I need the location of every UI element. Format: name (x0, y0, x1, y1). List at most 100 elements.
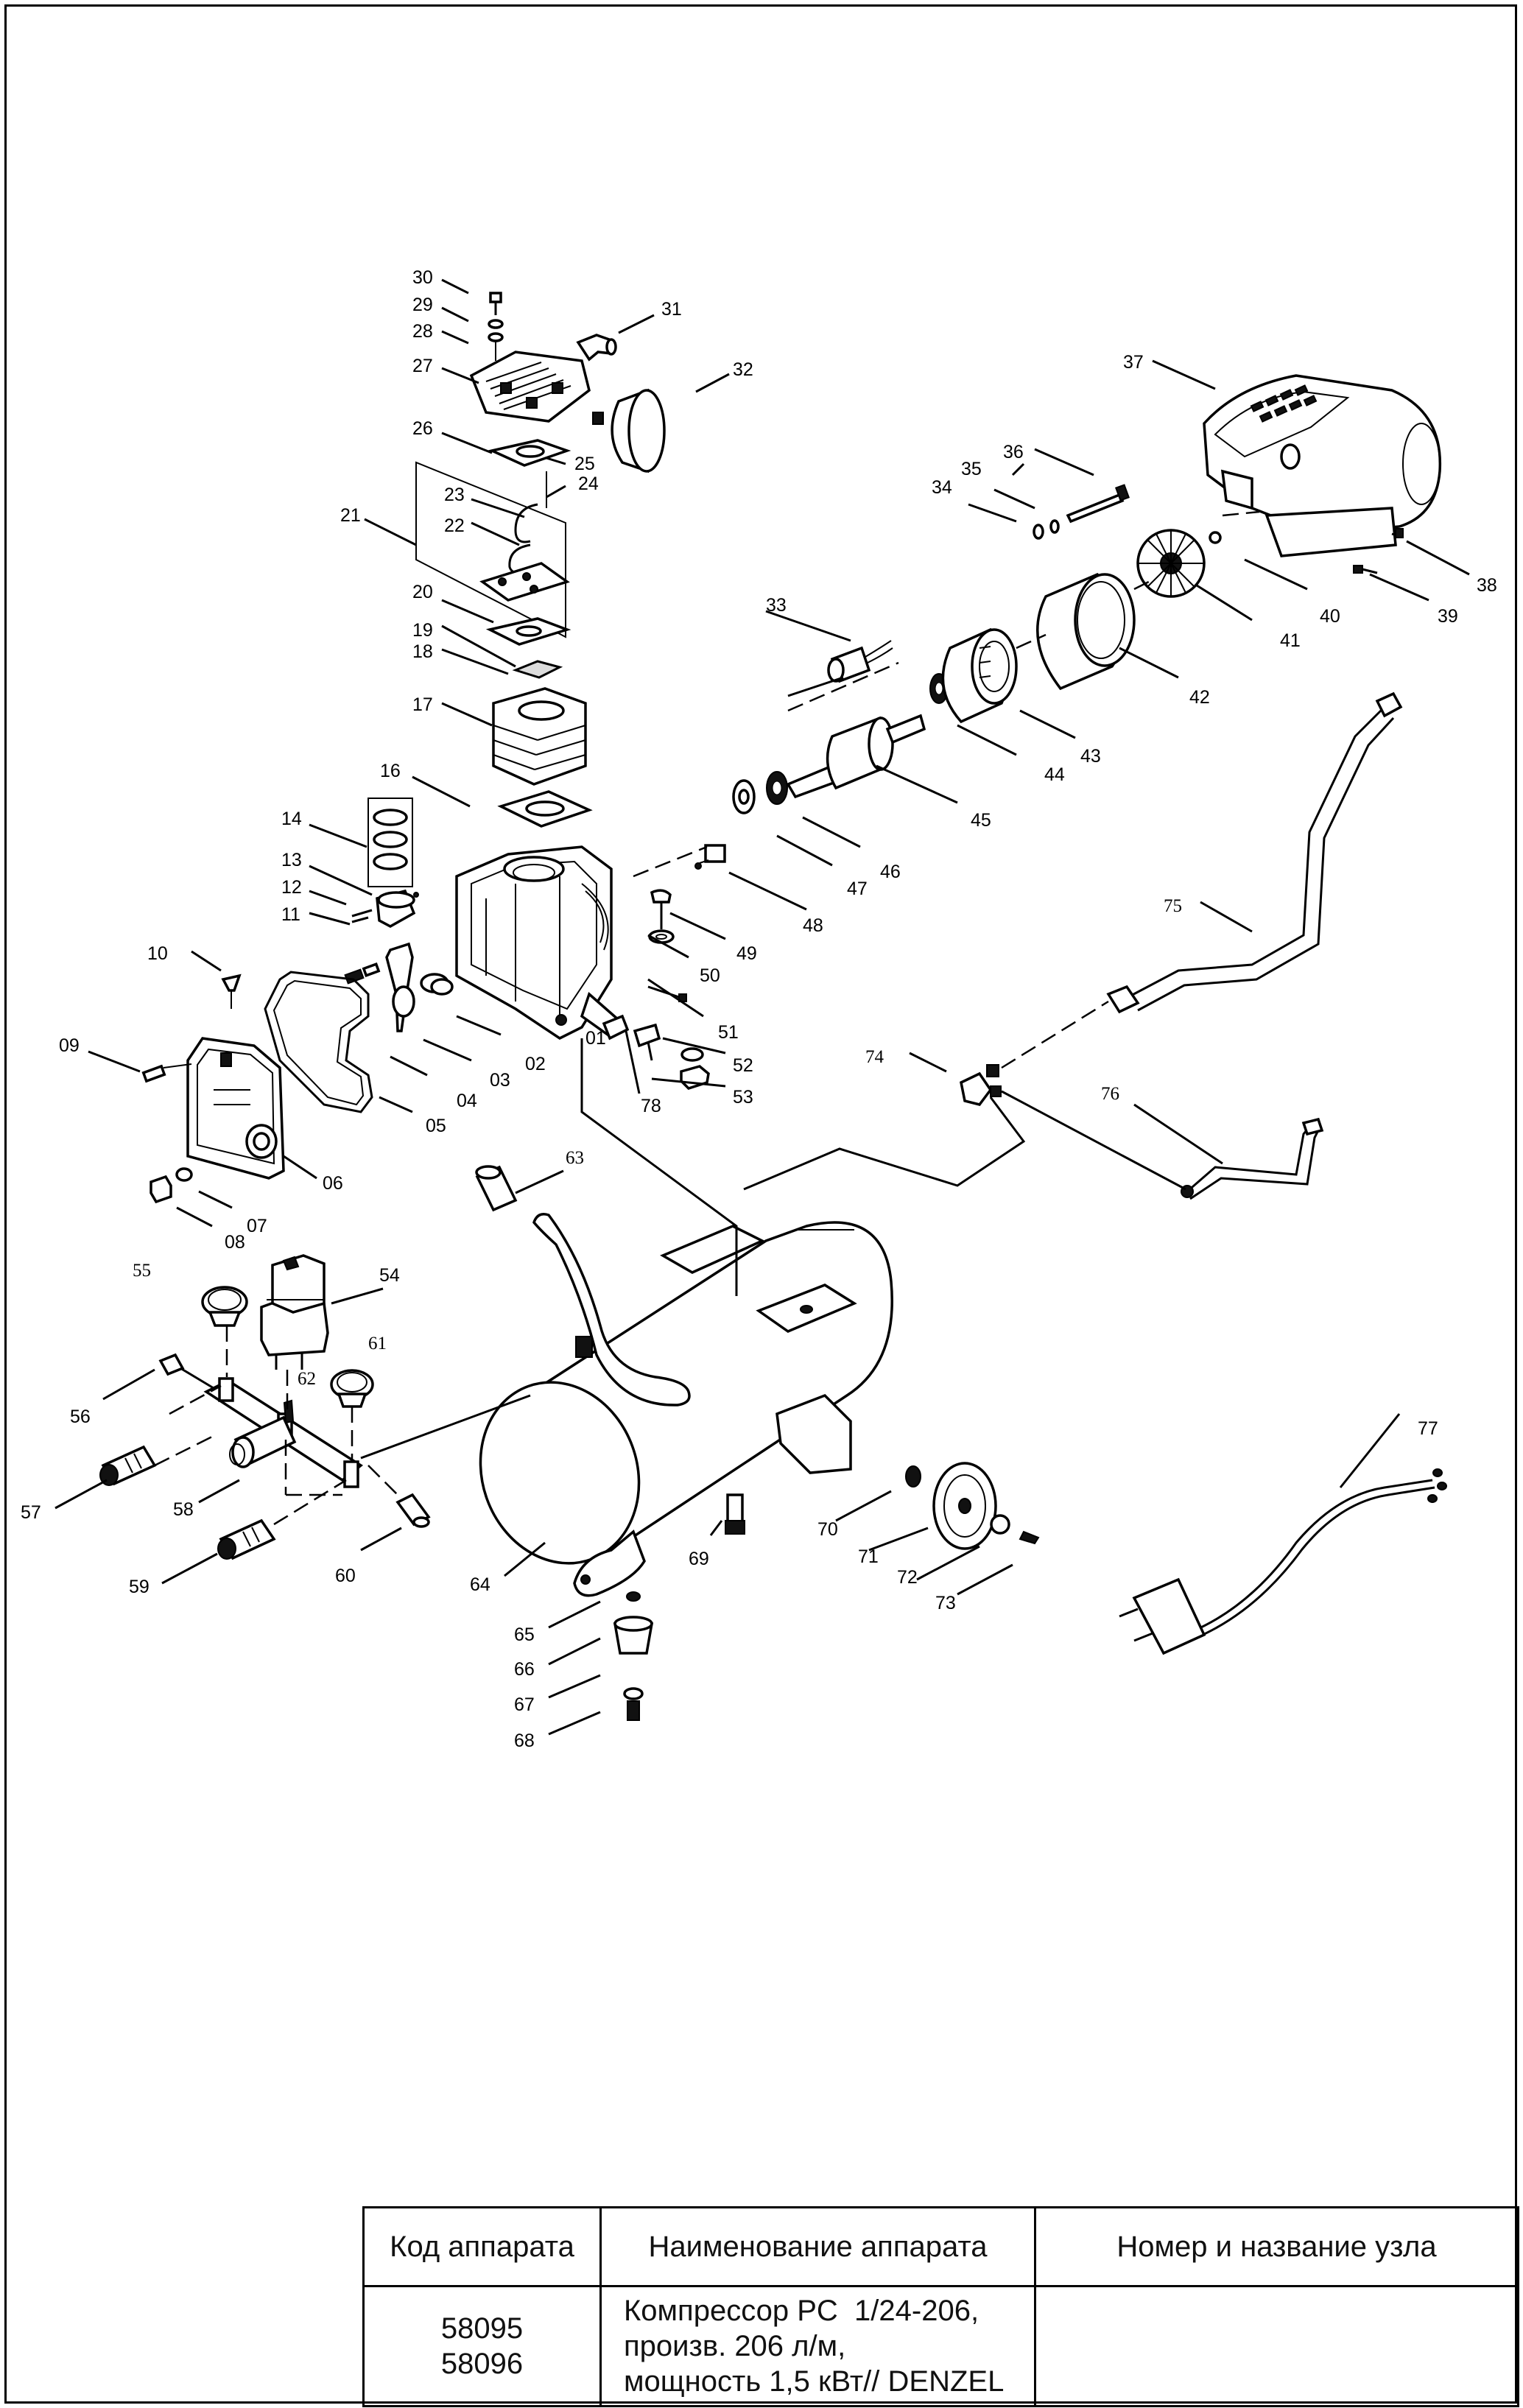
label-47: 47 (847, 879, 868, 899)
label-28: 28 (412, 321, 433, 342)
label-26: 26 (412, 418, 433, 439)
crankcase-cover-06-drawing (141, 1037, 285, 1180)
cylinder-17-drawing (492, 687, 587, 786)
label-56: 56 (70, 1407, 91, 1427)
label-41: 41 (1280, 630, 1301, 651)
bolt-30-drawing (488, 292, 504, 361)
pressure-switch-54-drawing (260, 1254, 329, 1370)
cell-name: Компрессор PC 1/24-206, произв. 206 л/м,… (599, 2285, 1036, 2407)
hose-route-line (743, 1096, 1026, 1191)
label-65: 65 (514, 1624, 535, 1645)
label-52: 52 (733, 1055, 753, 1076)
part-number-labels: 01 02 03 04 05 06 07 08 09 10 11 12 13 1… (21, 267, 1497, 1751)
label-31: 31 (661, 299, 682, 320)
drain-valve-69-drawing (725, 1493, 745, 1535)
stator-43-drawing (941, 627, 1018, 724)
quick-coupler-59-drawing (217, 1518, 276, 1560)
label-76: 76 (1101, 1084, 1119, 1104)
label-55: 55 (133, 1261, 151, 1281)
rubber-foot-66-drawing (613, 1591, 654, 1721)
label-50: 50 (700, 965, 720, 986)
pressure-gauge-55-drawing (201, 1286, 248, 1327)
label-30: 30 (412, 267, 433, 288)
label-27: 27 (412, 356, 433, 376)
piston-13-drawing (351, 889, 419, 928)
bearing-47-drawing (732, 771, 788, 814)
label-53: 53 (733, 1087, 753, 1108)
tube-63-drawing (475, 1165, 518, 1212)
label-62: 62 (298, 1369, 316, 1389)
power-cord-77-drawing (1119, 1468, 1447, 1655)
bolt-49-drawing (648, 889, 675, 944)
code-value-2: 58096 (440, 2348, 524, 2380)
name-line-1: Компрессор PC 1/24-206, (624, 2295, 979, 2327)
label-18: 18 (412, 641, 433, 662)
air-filter-32-drawing (592, 388, 666, 473)
label-74: 74 (865, 1047, 884, 1067)
label-67: 67 (514, 1694, 535, 1715)
label-77: 77 (1418, 1418, 1438, 1439)
label-60: 60 (335, 1566, 356, 1586)
label-14: 14 (281, 809, 302, 829)
label-68: 68 (514, 1731, 535, 1751)
label-42: 42 (1189, 687, 1210, 708)
label-16: 16 (380, 761, 401, 781)
label-21: 21 (340, 505, 361, 526)
label-12: 12 (281, 877, 302, 898)
label-05: 05 (426, 1116, 446, 1136)
name-line-3: мощность 1,5 кВт// DENZEL (624, 2365, 1005, 2398)
label-11: 11 (281, 904, 300, 925)
header-code: Код аппарата (362, 2206, 602, 2287)
label-02: 02 (525, 1054, 546, 1074)
pressure-gauge-61-drawing (330, 1369, 374, 1408)
screw-51-drawing (647, 985, 682, 999)
label-06: 06 (323, 1173, 343, 1194)
label-03: 03 (490, 1070, 510, 1091)
label-61: 61 (368, 1334, 387, 1353)
label-33: 33 (766, 595, 787, 616)
drain-plug-08-drawing (150, 1167, 193, 1204)
label-04: 04 (457, 1091, 477, 1111)
label-70: 70 (817, 1519, 838, 1540)
cylinder-head-group (415, 292, 666, 828)
pipe-76-drawing (1001, 1090, 1324, 1200)
crankcase-01-drawing (455, 845, 621, 1041)
connecting-rod-03-drawing (344, 942, 454, 1032)
label-23: 23 (444, 485, 465, 505)
elbow-fitting-31-drawing (576, 334, 617, 362)
label-17: 17 (412, 694, 433, 715)
gasket-05-drawing (264, 971, 373, 1113)
label-57: 57 (21, 1502, 41, 1523)
safety-valve-60-drawing (395, 1493, 431, 1528)
label-45: 45 (971, 810, 991, 831)
label-38: 38 (1477, 575, 1497, 596)
label-43: 43 (1080, 746, 1101, 767)
label-71: 71 (858, 1546, 879, 1567)
label-75: 75 (1164, 896, 1182, 916)
plug-10-drawing (221, 974, 242, 1009)
label-66: 66 (514, 1659, 535, 1680)
label-19: 19 (412, 620, 433, 641)
code-value-1: 58095 (440, 2312, 524, 2345)
label-46: 46 (880, 862, 901, 882)
cooling-fan-41-drawing (1136, 529, 1222, 598)
label-51: 51 (718, 1022, 739, 1043)
label-44: 44 (1044, 764, 1065, 785)
header-name: Наименование аппарата (599, 2206, 1036, 2287)
thermal-switch-48-drawing (694, 844, 726, 870)
fitting-56-drawing (158, 1353, 185, 1376)
label-54: 54 (379, 1265, 400, 1286)
motor-housing-42-drawing (1036, 572, 1136, 691)
label-64: 64 (470, 1574, 490, 1595)
label-40: 40 (1320, 606, 1340, 627)
label-73: 73 (935, 1593, 956, 1613)
table-header-row: Код аппарата Наименование аппарата Номер… (362, 2206, 1519, 2287)
apparatus-info-table: Код аппарата Наименование аппарата Номер… (362, 2206, 1519, 2407)
label-59: 59 (129, 1577, 150, 1597)
label-01: 01 (585, 1028, 606, 1049)
wheel-72-drawing (905, 1462, 1040, 1550)
label-48: 48 (803, 915, 823, 936)
rotor-45-drawing (786, 714, 926, 799)
exploded-parts-diagram: 01 02 03 04 05 06 07 08 09 10 11 12 13 1… (21, 267, 1497, 1751)
label-69: 69 (689, 1549, 709, 1569)
